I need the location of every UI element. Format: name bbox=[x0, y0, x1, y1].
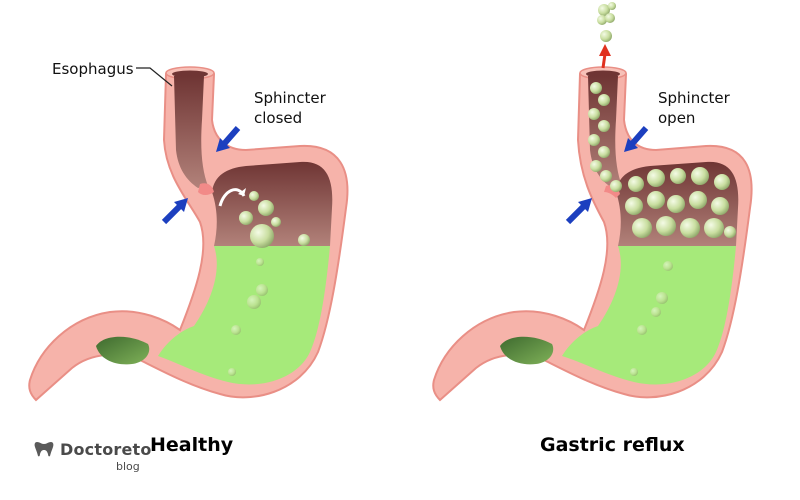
arrow-icon bbox=[565, 198, 592, 225]
brand-sub: blog bbox=[116, 460, 140, 473]
brand-name: Doctoreto bbox=[60, 440, 152, 459]
brand-logo: Doctoreto blog bbox=[34, 438, 164, 482]
sphincter-closed-label: Sphincter closed bbox=[254, 89, 331, 127]
pylorus bbox=[500, 336, 554, 365]
stomach-acid bbox=[158, 246, 330, 385]
caption-healthy: Healthy bbox=[150, 434, 234, 456]
stomach-acid bbox=[562, 246, 736, 385]
arrow-icon bbox=[216, 126, 241, 152]
caption-gastric-reflux: Gastric reflux bbox=[540, 434, 685, 456]
reflux-arrow-icon bbox=[599, 44, 611, 69]
pylorus bbox=[96, 336, 150, 365]
arrow-icon bbox=[161, 198, 188, 225]
bubbles-reflux bbox=[588, 2, 736, 376]
arrow-icon bbox=[624, 126, 649, 152]
bubbles-healthy bbox=[228, 191, 310, 376]
tooth-icon bbox=[34, 442, 54, 457]
stomach-healthy: Esophagus Sphincter closed Healthy bbox=[28, 60, 349, 456]
esophagus-label: Esophagus bbox=[52, 60, 134, 78]
stomach-reflux: Sphincter open Gastric reflux bbox=[432, 2, 753, 456]
sphincter-open-label: Sphincter open bbox=[658, 89, 735, 127]
